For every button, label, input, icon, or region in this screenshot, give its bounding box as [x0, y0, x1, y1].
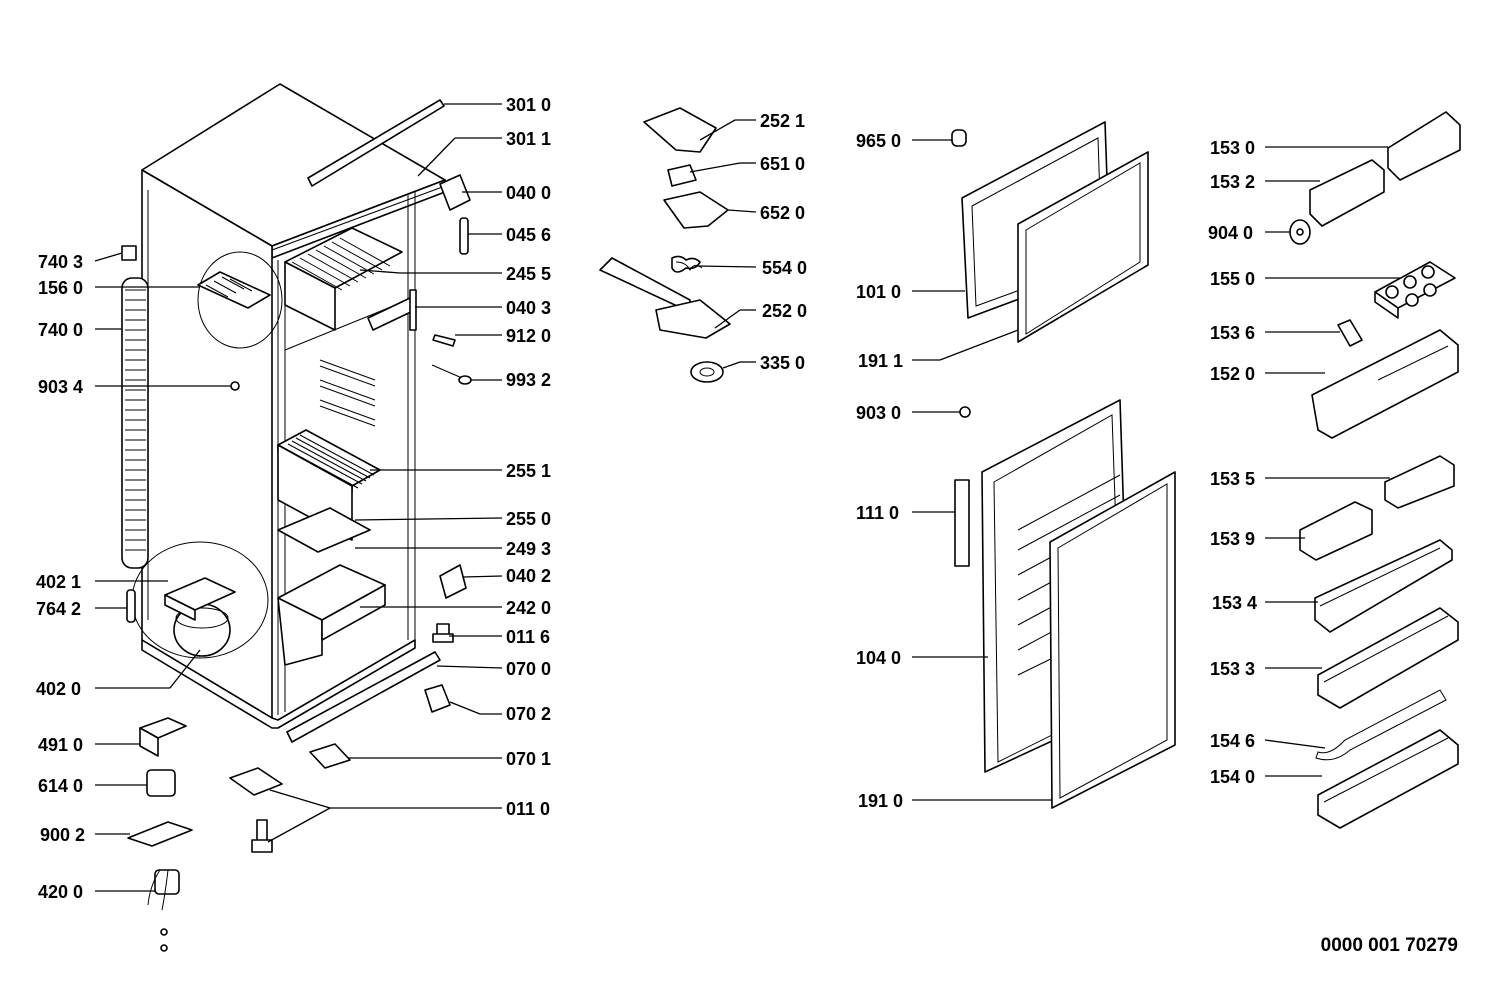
label-420-0: 420 0	[38, 882, 83, 902]
label-335-0: 335 0	[760, 353, 805, 373]
label-153-0: 153 0	[1210, 138, 1255, 158]
label-255-0: 255 0	[506, 509, 551, 529]
label-153-5: 153 5	[1210, 469, 1255, 489]
label-903-4: 903 4	[38, 377, 83, 397]
label-155-0: 155 0	[1210, 269, 1255, 289]
label-614-0: 614 0	[38, 776, 83, 796]
label-152-0: 152 0	[1210, 364, 1255, 384]
label-153-9: 153 9	[1210, 529, 1255, 549]
label-554-0: 554 0	[762, 258, 807, 278]
label-111-0: 111 0	[856, 503, 899, 523]
door-bins-drawing	[1289, 111, 1461, 829]
label-245-5: 245 5	[506, 264, 551, 284]
label-070-1: 070 1	[506, 749, 551, 769]
label-191-1: 191 1	[858, 351, 903, 371]
label-764-2: 764 2	[36, 599, 81, 619]
label-402-0: 402 0	[36, 679, 81, 699]
label-153-4: 153 4	[1212, 593, 1257, 613]
label-040-3: 040 3	[506, 298, 551, 318]
label-156-0: 156 0	[38, 278, 83, 298]
doors-drawing	[951, 121, 1176, 809]
label-070-2: 070 2	[506, 704, 551, 724]
label-740-0: 740 0	[38, 320, 83, 340]
label-651-0: 651 0	[760, 154, 805, 174]
label-070-0: 070 0	[506, 659, 551, 679]
cabinet-drawing	[121, 83, 472, 952]
label-301-1: 301 1	[506, 129, 551, 149]
label-153-3: 153 3	[1210, 659, 1255, 679]
label-652-0: 652 0	[760, 203, 805, 223]
label-191-0: 191 0	[858, 791, 903, 811]
label-242-0: 242 0	[506, 598, 551, 618]
label-101-0: 101 0	[856, 282, 901, 302]
label-491-0: 491 0	[38, 735, 83, 755]
thermostat-parts-drawing	[599, 107, 731, 383]
label-045-6: 045 6	[506, 225, 551, 245]
label-255-1: 255 1	[506, 461, 551, 481]
label-249-3: 249 3	[506, 539, 551, 559]
label-402-1: 402 1	[36, 572, 81, 592]
document-number: 0000 001 70279	[1321, 935, 1458, 956]
label-904-0: 904 0	[1208, 223, 1253, 243]
label-993-2: 993 2	[506, 370, 551, 390]
label-104-0: 104 0	[856, 648, 901, 668]
label-011-6: 011 6	[506, 627, 550, 647]
label-912-0: 912 0	[506, 326, 551, 346]
label-252-1: 252 1	[760, 111, 805, 131]
label-903-0: 903 0	[856, 403, 901, 423]
label-011-0: 011 0	[506, 799, 550, 819]
label-252-0: 252 0	[762, 301, 807, 321]
label-965-0: 965 0	[856, 131, 901, 151]
label-154-6: 154 6	[1210, 731, 1255, 751]
leader-lines	[94, 103, 1400, 892]
label-740-3: 740 3	[38, 252, 83, 272]
label-154-0: 154 0	[1210, 767, 1255, 787]
label-153-2: 153 2	[1210, 172, 1255, 192]
label-900-2: 900 2	[40, 825, 85, 845]
label-040-0: 040 0	[506, 183, 551, 203]
part-labels: 301 0 301 1 040 0 045 6 245 5 040 3 912 …	[36, 95, 1458, 956]
label-040-2: 040 2	[506, 566, 551, 586]
label-153-6: 153 6	[1210, 323, 1255, 343]
label-301-0: 301 0	[506, 95, 551, 115]
